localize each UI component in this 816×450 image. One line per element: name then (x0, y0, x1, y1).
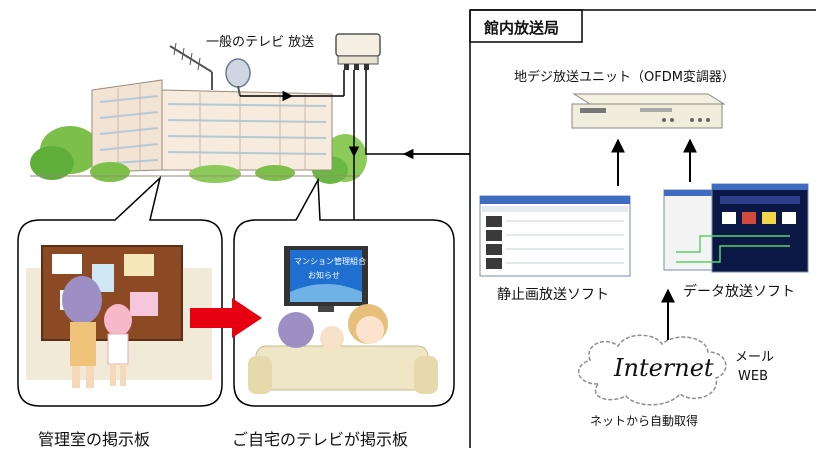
tv-screen-line1: マンション管理組合 (294, 257, 366, 266)
office-board-label: 管理室の掲示板 (38, 430, 151, 449)
station-frame (469, 9, 816, 448)
modulator-device-icon (571, 93, 726, 129)
home-scene-bubble (233, 177, 455, 407)
satellite-dish-icon (225, 58, 251, 97)
antenna-icon (169, 42, 213, 90)
digital-unit-label: 地デジ放送ユニット（OFDM変調器） (514, 70, 735, 85)
web-label: WEB (738, 369, 768, 384)
internet-cloud-icon (578, 334, 727, 406)
station-title: 館内放送局 (484, 19, 560, 37)
tv-screen-line2: お知らせ (308, 271, 340, 280)
office-scene-bubble (17, 175, 223, 407)
flow-arrow-icon (190, 298, 262, 338)
internet-label: Internet (614, 354, 714, 382)
home-tv-board-label: ご自宅のテレビが掲示板 (232, 430, 409, 449)
general-tv-label: 一般のテレビ 放送 (206, 35, 315, 50)
data-broadcast-software-screenshot (663, 183, 809, 273)
still-image-software-screenshot (479, 195, 631, 277)
apartment-building-illustration (30, 79, 367, 184)
mail-label: メール (735, 350, 775, 365)
still-software-label: 静止画放送ソフト (497, 287, 609, 303)
auto-fetch-label: ネットから自動取得 (590, 414, 699, 428)
data-software-label: データ放送ソフト (683, 284, 795, 300)
signal-distributor-icon (335, 33, 381, 70)
